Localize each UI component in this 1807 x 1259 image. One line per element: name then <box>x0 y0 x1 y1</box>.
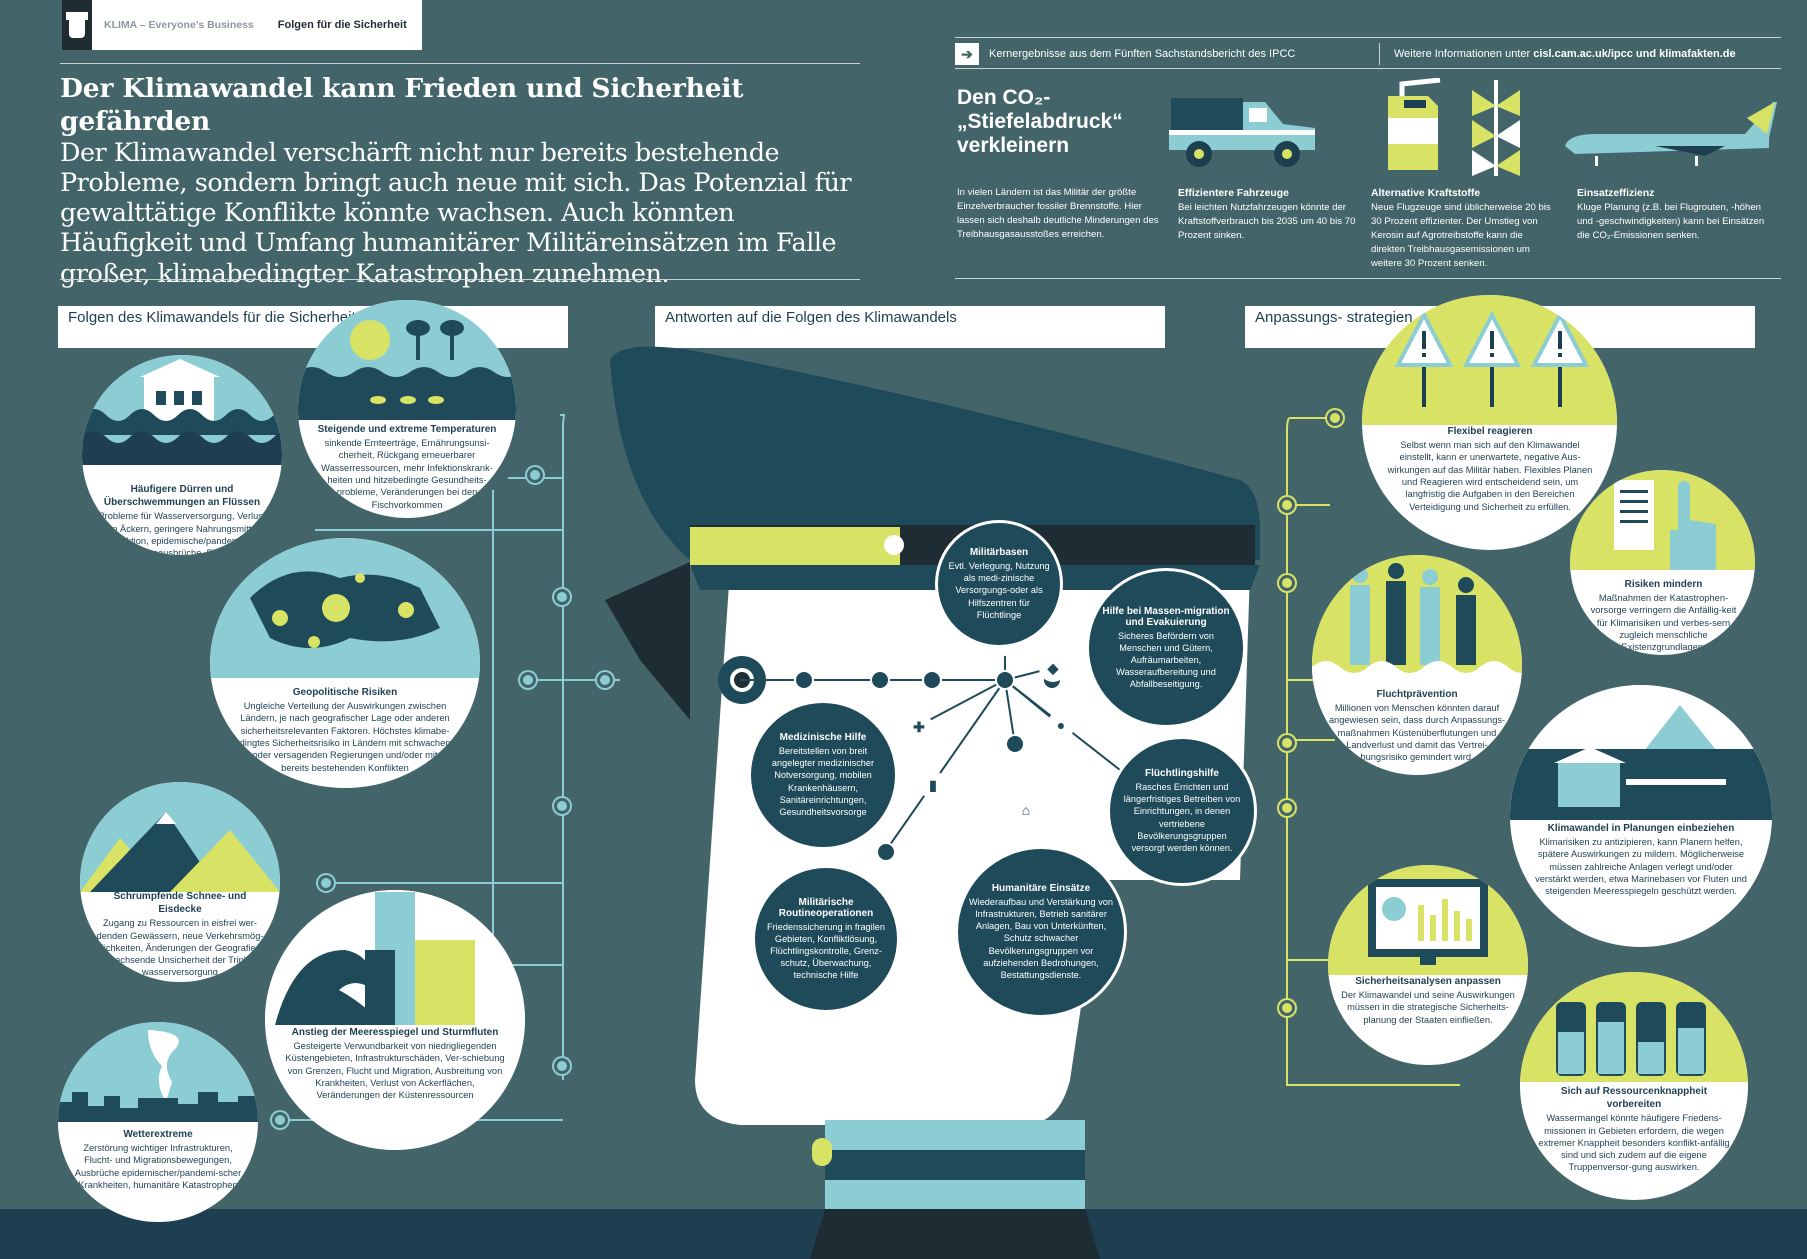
connector-node <box>1279 800 1295 816</box>
kicker: KLIMA – Everyone’s Business <box>104 19 254 31</box>
co2-title: Den CO₂- „Stiefelabdruck“ verkleinern <box>957 86 1123 158</box>
co2-intro: In vielen Ländern ist das Militär der gr… <box>957 187 1159 240</box>
source-text: Kernergebnisse aus dem Fünften Sachstand… <box>989 48 1296 60</box>
truck-icon <box>1169 98 1315 167</box>
refugee-icon: ● <box>1047 711 1075 739</box>
connector-node <box>554 589 570 605</box>
connector-node <box>527 467 543 483</box>
lead-text: Der Klimawandel verschärft nicht nur ber… <box>60 138 852 289</box>
flood-house-icon <box>82 355 282 465</box>
storm-surge-city-icon <box>265 890 525 1025</box>
more-info-text: Weitere Informationen unter cisl.cam.ac.… <box>1394 48 1736 60</box>
soldier-logo-icon <box>62 0 92 50</box>
people-icon <box>1312 555 1522 685</box>
fuel-can-icon <box>1388 78 1441 170</box>
arrow-right-icon: ➔ <box>955 43 979 65</box>
network-node <box>922 670 942 690</box>
monitor-chart-icon <box>1328 865 1528 975</box>
base-gate-icon <box>1510 685 1772 820</box>
tornado-city-icon <box>58 1022 258 1122</box>
network-node <box>876 842 896 862</box>
strategy-text: Sich auf Ressourcenknappheit vorbereiten… <box>1538 1086 1730 1173</box>
header-bar: KLIMA – Everyone’s Business Folgen für d… <box>62 0 422 50</box>
connector-node <box>1279 1000 1295 1016</box>
connector-node <box>1279 497 1295 513</box>
connector-node <box>1279 735 1295 751</box>
connector-node <box>597 672 613 688</box>
headline-block: Der Klimawandel kann Frieden und Sicherh… <box>60 72 860 289</box>
shield-icon: ▮ <box>919 771 947 799</box>
document-hand-icon <box>1570 470 1755 570</box>
house-icon: ⌂ <box>1012 796 1040 824</box>
mountains-icon <box>80 782 280 892</box>
effect-text: Anstieg der Meeresspiegel und Sturmflute… <box>285 1027 505 1101</box>
connector-node <box>1279 575 1295 591</box>
connector-node <box>554 1058 570 1074</box>
network-node <box>1005 734 1025 754</box>
more-info-links[interactable]: cisl.cam.ac.uk/ipcc und klimafakten.de <box>1533 48 1736 60</box>
network-node <box>870 670 890 690</box>
divider <box>955 68 1781 69</box>
panel-title-middle: Antworten auf die Folgen des Klimawandel… <box>655 306 1165 348</box>
plant-leaves-icon <box>1472 80 1520 176</box>
water-bottles-icon <box>1520 972 1748 1082</box>
divider <box>1379 43 1380 65</box>
effect-sea-level: Anstieg der Meeresspiegel und Sturmflute… <box>265 890 525 1150</box>
globe-icon <box>210 538 480 678</box>
divider <box>955 278 1781 279</box>
neck-illustration <box>810 1209 1100 1259</box>
medical-cross-icon: ✚ <box>905 713 933 741</box>
page-title: Der Klimawandel kann Frieden und Sicherh… <box>60 73 744 138</box>
effect-text: Häufigere Dürren und Überschwemmungen an… <box>98 484 266 555</box>
airplane-icon <box>1565 102 1777 166</box>
connector-node <box>318 875 334 891</box>
network-node <box>995 670 1015 690</box>
strategy-resource-scarcity: Sich auf Ressourcenknappheit vorbereiten… <box>1520 972 1748 1200</box>
divider <box>60 279 860 280</box>
connector-node <box>1327 410 1343 426</box>
divider <box>955 37 1781 38</box>
response-mass-migration: Hilfe bei Massen-migration und Evakuieru… <box>1086 568 1246 728</box>
section-title: Folgen für die Sicherheit <box>277 19 407 31</box>
source-bar: ➔ Kernergebnisse aus dem Fünften Sachsta… <box>955 40 1781 68</box>
sun-fish-icon <box>298 300 516 420</box>
connector-node <box>520 672 536 688</box>
network-node <box>794 670 814 690</box>
warning-signs-icon <box>1362 295 1617 425</box>
water-drop-icon: ◆ <box>1039 654 1067 682</box>
connector-node <box>272 1112 288 1128</box>
divider <box>60 63 860 64</box>
effect-droughts-floods: Häufigere Dürren und Überschwemmungen an… <box>82 355 282 555</box>
connector-node <box>554 798 570 814</box>
